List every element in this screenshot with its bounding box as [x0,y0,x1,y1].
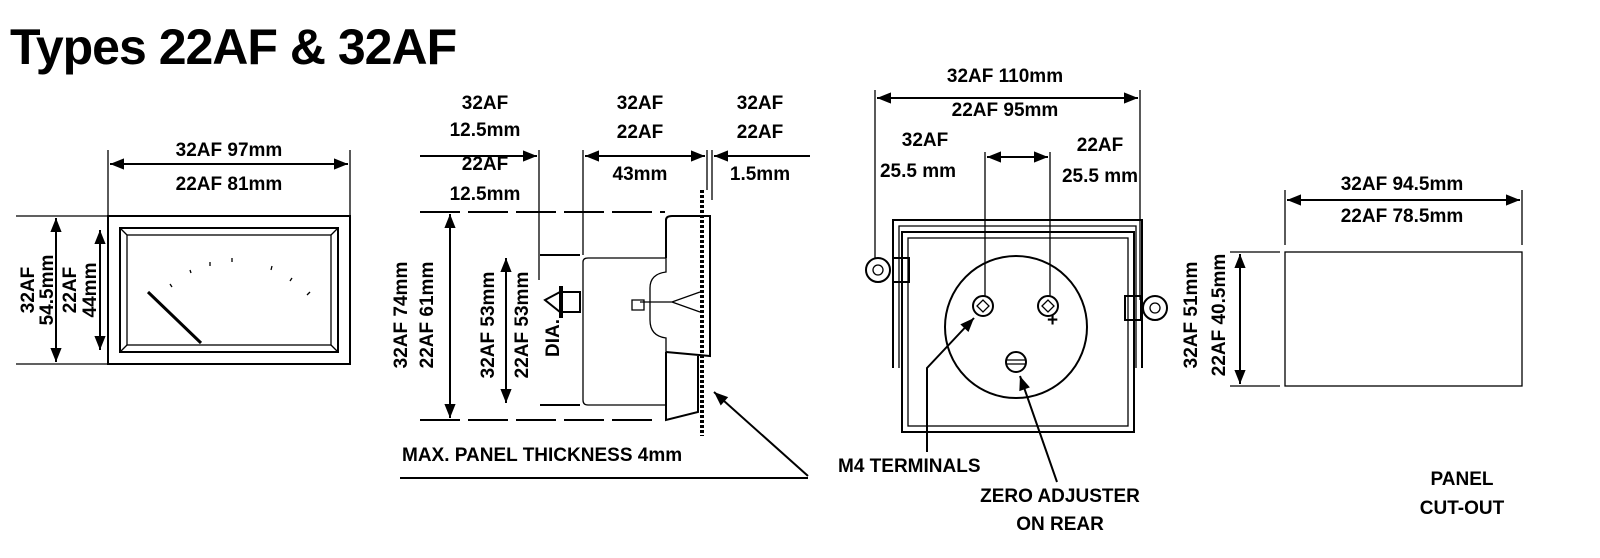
m4-terminals-label: M4 TERMINALS [838,456,981,477]
front-width-32af: 32AF 97mm [176,140,283,161]
side-front-depth-22af-value: 12.5mm [450,184,521,205]
rear-case-outer [892,219,1143,368]
cutout-height-32af: 32AF 51mm [1181,262,1202,369]
meter-bezel-inner [119,227,339,353]
side-dia-32af: 32AF 53mm [478,272,499,379]
side-body-depth-32af: 32AF [617,93,663,114]
positive-terminal-sign: + [1047,310,1058,331]
meter-flange [665,215,711,358]
cutout-height-22af: 22AF 40.5mm [1209,254,1230,377]
side-height-22af: 22AF 61mm [417,262,438,369]
panel-thickness-note: MAX. PANEL THICKNESS 4mm [402,445,682,466]
side-body-depth-value: 43mm [613,164,668,185]
rear-case [901,231,1135,433]
meter-scale-window [126,234,332,346]
panel-cutout-label: PANEL [1431,469,1494,490]
rear-width-32af: 32AF 110mm [947,66,1063,87]
terminal-left [972,295,994,317]
panel-cutout-rect [1284,251,1523,387]
cutout-width-32af: 32AF 94.5mm [1341,174,1464,195]
side-body-depth-22af: 22AF [617,122,663,143]
rear-width-22af: 22AF 95mm [952,100,1059,121]
side-dia-22af: 22AF 53mm [512,272,533,379]
rear-terminal-32af-value: 25.5 mm [880,161,956,182]
rear-terminal-32af-model: 32AF [902,130,948,151]
side-height-32af: 32AF 74mm [391,262,412,369]
front-height-32af-model: 32AF [18,267,39,313]
rear-view: 32AF 110mm 22AF 95mm 32AF 25.5 mm 22AF 2… [838,66,1168,535]
meter-bezel-outer [107,215,351,365]
panel-cutout-view: 32AF 94.5mm 22AF 78.5mm 32AF 51mm 22AF 4… [1181,174,1523,519]
meter-needle [146,290,203,345]
zero-adjuster-label: ZERO ADJUSTER [980,486,1140,507]
mounting-screw [631,291,701,313]
front-height-22af-model: 22AF [60,267,81,313]
rear-terminal-22af-value: 25.5 mm [1062,166,1138,187]
side-rear-depth-value: 1.5mm [730,164,790,185]
zero-adjuster-rear-label: ON REAR [1016,514,1104,535]
rear-dial-housing [944,255,1088,399]
rear-terminal-22af-model: 22AF [1077,135,1123,156]
side-rear-depth-32af: 32AF [737,93,783,114]
terminal-right [1037,295,1059,317]
mounting-lug-right [1124,295,1168,321]
scale-ticks [169,258,311,296]
front-height-32af-value: 54.5mm [37,255,58,326]
side-rear-depth-22af: 22AF [737,122,783,143]
cutout-width-22af: 22AF 78.5mm [1341,206,1464,227]
side-front-depth-32af-value: 12.5mm [450,120,521,141]
side-front-depth-22af-model: 22AF [462,154,508,175]
page-title: Types 22AF & 32AF [10,19,456,75]
front-width-22af: 22AF 81mm [176,174,283,195]
terminal-stud [543,291,581,313]
meter-body [582,257,667,406]
side-dia-label: DIA. [543,319,564,357]
front-height-22af-value: 44mm [80,263,101,318]
side-front-depth-32af-model: 32AF [462,93,508,114]
front-view: 32AF 97mm 22AF 81mm 32AF 54.5mm 22AF 44m… [16,140,351,365]
zero-adjuster-screw [1005,351,1027,373]
mounting-lug-left [865,257,910,283]
side-view: 32AF 12.5mm 22AF 12.5mm 32AF 22AF 43mm 3… [391,93,810,479]
panel-cutout-label-line2: CUT-OUT [1420,498,1505,519]
